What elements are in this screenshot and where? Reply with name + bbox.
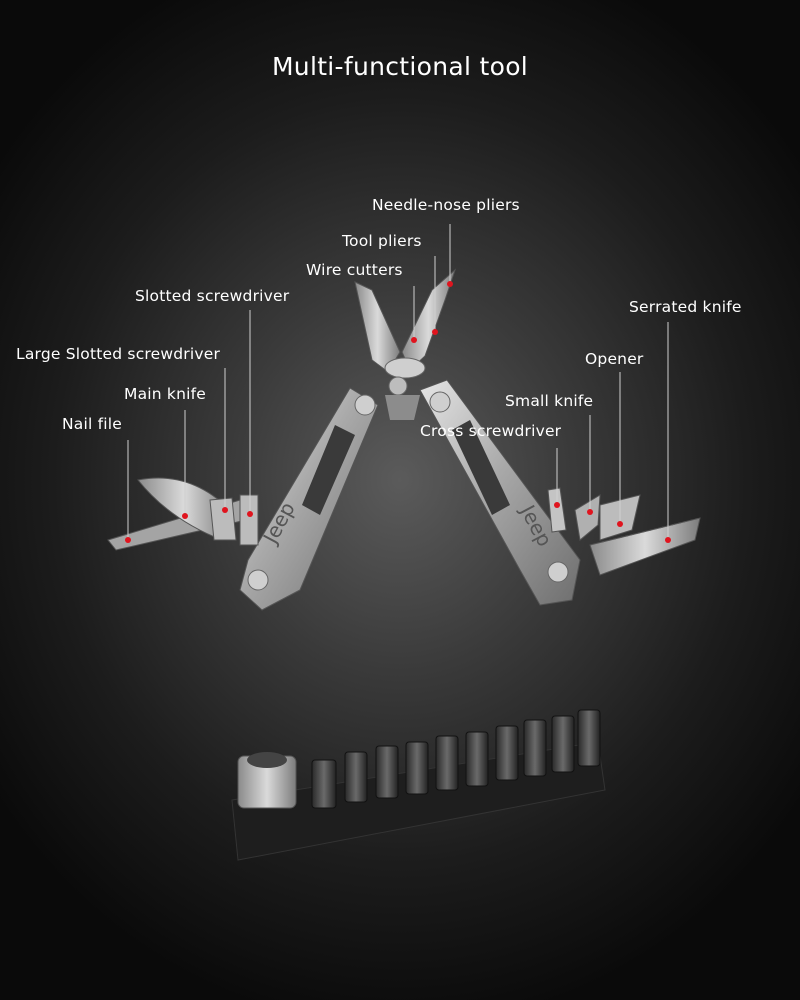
- screwdriver-bit: [495, 725, 519, 781]
- marker-dot: [587, 509, 593, 515]
- marker-dot: [182, 513, 188, 519]
- screwdriver-bit: [435, 735, 459, 791]
- screwdriver-bit: [375, 745, 399, 799]
- label-cross-screwdriver: Cross screwdriver: [420, 422, 562, 440]
- label-needle-nose-pliers: Needle-nose pliers: [372, 196, 520, 214]
- marker-dot: [222, 507, 228, 513]
- screwdriver-bit: [577, 709, 601, 767]
- marker-dot: [411, 337, 417, 343]
- cross-screwdriver-bit: [547, 487, 567, 533]
- right-handle: Jeep: [419, 379, 581, 606]
- pliers-head: [354, 268, 457, 420]
- screwdriver-bit: [405, 741, 429, 795]
- marker-dot: [554, 502, 560, 508]
- right-tools: [547, 487, 701, 576]
- label-small-knife: Small knife: [505, 392, 594, 410]
- page-title: Multi-functional tool: [271, 52, 529, 81]
- serrated-knife-blade: [589, 517, 701, 576]
- label-nail-file: Nail file: [62, 415, 123, 433]
- pointer-lines: [127, 224, 669, 540]
- label-large-slotted-screwdriver: Large Slotted screwdriver: [16, 345, 221, 363]
- label-slotted-screwdriver: Slotted screwdriver: [135, 287, 290, 305]
- label-main-knife: Main knife: [124, 385, 207, 403]
- marker-dot: [665, 537, 671, 543]
- screwdriver-bit: [523, 719, 547, 777]
- label-opener: Opener: [585, 350, 644, 368]
- marker-dot: [125, 537, 131, 543]
- screwdriver-bit: [344, 751, 368, 803]
- screwdriver-bit: [551, 715, 575, 773]
- left-handle: Jeep: [239, 387, 379, 611]
- screwdriver-bit: [311, 759, 337, 809]
- marker-dots: [125, 281, 671, 543]
- small-knife-blade: [574, 494, 601, 541]
- label-wire-cutters: Wire cutters: [306, 261, 403, 279]
- left-tools: [107, 477, 259, 551]
- bit-holder-set: [231, 709, 606, 861]
- screwdriver-bit: [465, 731, 489, 787]
- marker-dot: [617, 521, 623, 527]
- label-tool-pliers: Tool pliers: [342, 232, 422, 250]
- marker-dot: [432, 329, 438, 335]
- marker-dot: [247, 511, 253, 517]
- label-serrated-knife: Serrated knife: [629, 298, 742, 316]
- marker-dot: [447, 281, 453, 287]
